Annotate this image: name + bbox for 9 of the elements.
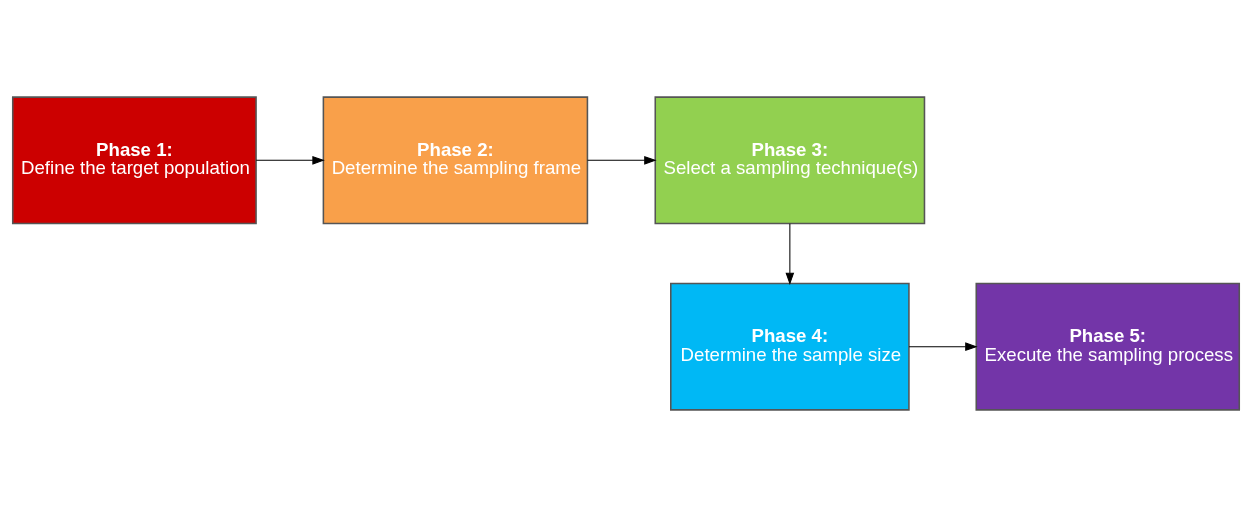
node-box: Phase 4: Determine the sample size (670, 282, 910, 411)
arrow (908, 341, 978, 351)
node-box: Phase 5: Execute the sampling process (975, 282, 1241, 411)
node-box: Phase 2: Determine the sampling frame (322, 95, 589, 224)
node-box: Phase 1: Define the target population (11, 95, 257, 224)
arrow (587, 155, 657, 165)
arrow (785, 222, 795, 285)
arrow (255, 155, 325, 165)
node-box: Phase 3: Select a sampling technique(s) (654, 95, 926, 224)
